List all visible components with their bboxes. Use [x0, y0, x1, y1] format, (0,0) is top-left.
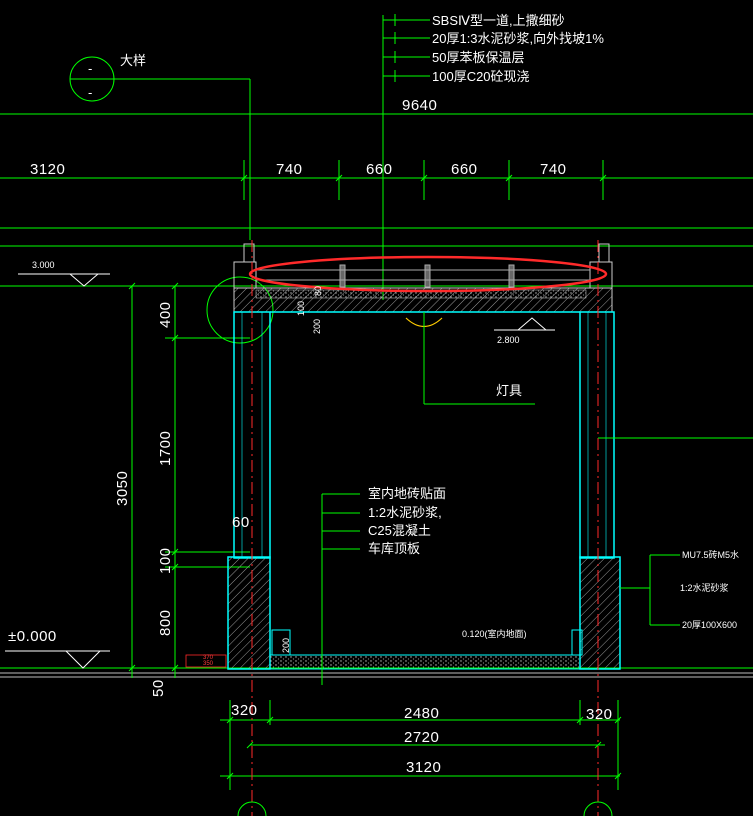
vdim-200-floor: 200 [281, 638, 291, 653]
detail-symbol-top: - [88, 61, 92, 76]
bottom-dim-ticks [226, 700, 622, 816]
top-dim-ticks [240, 160, 607, 200]
roof-note-4: 100厚C20砼现浇 [432, 69, 530, 84]
detail-label: 大样 [120, 53, 146, 68]
vdim-800: 800 [157, 609, 174, 636]
red-mark-1: 370 [203, 655, 214, 661]
vdim-100: 100 [157, 547, 174, 574]
bdim-wall-right: 320 [586, 706, 613, 723]
dim-seg-4: 740 [540, 161, 567, 178]
floor-note-leader [321, 493, 360, 685]
wall-note-1: MU7.5砖M5水 [682, 549, 739, 560]
dim-seg-2: 660 [366, 161, 393, 178]
wall-note-3: 20厚100X600 [682, 620, 737, 630]
wall-note-leader [598, 437, 753, 626]
vdim-slab-80: 80 [313, 286, 323, 296]
vdim-400: 400 [157, 301, 174, 328]
ground-lines [0, 672, 753, 678]
lamp-label: 灯具 [496, 383, 522, 398]
bdim-inner: 2480 [404, 705, 439, 722]
red-mark-2: 350 [203, 661, 214, 667]
elev-top: 3.000 [32, 260, 55, 270]
bdim-wall-left: 320 [231, 702, 258, 719]
floor-notes: 室内地砖贴面 1:2水泥砂浆, C25混凝土 车库顶板 [368, 486, 446, 556]
elev-ground: ±0.000 [8, 628, 57, 645]
dim-left-span: 3120 [30, 161, 65, 178]
floor-note-3: C25混凝土 [368, 523, 431, 538]
vdim-60: 60 [232, 514, 250, 531]
vdim-50: 50 [150, 679, 167, 697]
roof-note-leader [382, 14, 430, 300]
left-vertical-dims [120, 282, 250, 678]
wall-notes: MU7.5砖M5水 1:2水泥砂浆 20厚100X600 [680, 549, 739, 630]
roof-note-2: 20厚1:3水泥砂浆,向外找坡1% [432, 31, 604, 46]
elevation-markers [5, 273, 555, 669]
vdim-total: 3050 [114, 471, 131, 506]
dim-seg-3: 660 [451, 161, 478, 178]
dim-overall-top: 9640 [402, 97, 437, 114]
bdim-overall: 3120 [406, 759, 441, 776]
elev-ceiling: 2.800 [497, 335, 520, 345]
floor-note-2: 1:2水泥砂浆, [368, 505, 442, 520]
elev-floor: 0.120(室内地面) [462, 628, 527, 639]
roof-note-1: SBSⅣ型一道,上撒细砂 [432, 13, 565, 28]
detail-symbol-bottom: - [88, 85, 92, 100]
floor-note-4: 车库顶板 [368, 541, 420, 556]
roof-notes: SBSⅣ型一道,上撒细砂 20厚1:3水泥砂浆,向外找坡1% 50厚苯板保温层 … [432, 13, 604, 84]
bdim-mid: 2720 [404, 729, 439, 746]
vdim-1700: 1700 [157, 431, 174, 466]
vdim-slab-200: 200 [312, 319, 322, 334]
highlight-ellipse [248, 255, 608, 293]
vdim-slab-100: 100 [296, 301, 306, 316]
building-section [185, 240, 621, 816]
floor-note-1: 室内地砖贴面 [368, 486, 446, 501]
roof-note-3: 50厚苯板保温层 [432, 50, 524, 65]
wall-note-2: 1:2水泥砂浆 [680, 582, 729, 593]
dim-seg-1: 740 [276, 161, 303, 178]
